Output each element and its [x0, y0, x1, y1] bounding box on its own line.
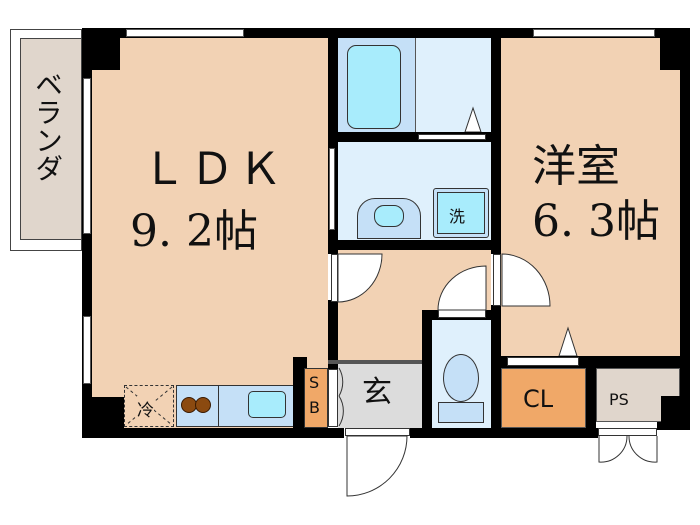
wall-bath-western	[491, 28, 501, 254]
western-size: 6. 3帖	[532, 196, 660, 247]
wall-right	[680, 28, 690, 428]
wall-bath-wash	[338, 132, 491, 142]
pipe-space-door-frame	[598, 428, 657, 436]
shoe-box-label-b: B	[309, 398, 320, 417]
sliding-door-washroom	[329, 148, 335, 230]
window-ldk-left-lower	[83, 316, 91, 384]
shoe-box	[304, 368, 328, 428]
shoe-box-door-swing-icon	[338, 367, 344, 427]
column-ps	[661, 396, 690, 430]
ldk-size: 9. 2帖	[130, 206, 258, 257]
door-arrow-icon	[464, 106, 482, 133]
room-shower	[415, 38, 491, 132]
column-bottom-left-inner	[92, 397, 124, 428]
western-name: 洋室	[532, 141, 620, 192]
stove-burner-icon	[195, 397, 211, 413]
ldk-door-swing-icon	[337, 253, 383, 303]
pipe-space-double-door-icon	[598, 435, 658, 463]
column-top-right-inner	[660, 38, 680, 70]
window-ldk-top	[126, 29, 244, 37]
veranda	[20, 38, 82, 240]
window-western-top	[533, 29, 655, 37]
washer-label: 洗	[449, 207, 466, 226]
column-top-left-inner	[92, 38, 120, 70]
wall-wash-hall	[328, 240, 500, 250]
wall-toilet-western	[491, 305, 501, 430]
refrigerator-label: 冷	[137, 396, 154, 421]
shoe-box-label-s: S	[309, 373, 320, 392]
wall-bottom-right	[410, 428, 598, 438]
bathtub-icon	[347, 45, 401, 129]
window-ldk-left	[83, 78, 91, 234]
ldk-name: ＬＤＫ	[142, 144, 286, 195]
veranda-label: ベランダ	[31, 70, 64, 182]
toilet-bowl-icon	[443, 354, 479, 402]
wall-ldk-bath	[328, 28, 338, 254]
closet-label: CL	[523, 385, 554, 413]
room-ldk	[92, 38, 328, 428]
sink-icon	[248, 391, 286, 418]
closet-door-arrow-icon	[558, 326, 578, 357]
pipe-space-label: PS	[609, 390, 629, 409]
wall-bottom-left	[82, 428, 344, 438]
wall-closet-ps	[586, 356, 596, 430]
closet-door	[507, 357, 579, 366]
front-door-swing-icon	[346, 435, 408, 497]
western-door-panel	[493, 254, 501, 306]
basin-bowl-icon	[374, 205, 404, 227]
western-door-swing-icon	[501, 253, 551, 307]
toilet-tank-icon	[438, 402, 484, 423]
entrance-label: 玄	[362, 375, 392, 410]
wall-kitchen-sb	[293, 357, 307, 429]
counter-divider	[218, 385, 219, 427]
wall-toilet-left	[422, 310, 432, 430]
wall-hall-entrance	[328, 360, 422, 364]
refrigerator-cross-icon	[125, 386, 173, 426]
wall-top	[82, 28, 688, 38]
room-entrance	[338, 364, 422, 428]
washer-inner	[437, 192, 485, 234]
room-closet	[501, 368, 586, 428]
wall-ldk-hall	[328, 300, 338, 370]
toilet-door-swing-icon	[437, 265, 487, 311]
shoe-box-door	[328, 369, 338, 427]
bathroom-door	[418, 134, 486, 140]
